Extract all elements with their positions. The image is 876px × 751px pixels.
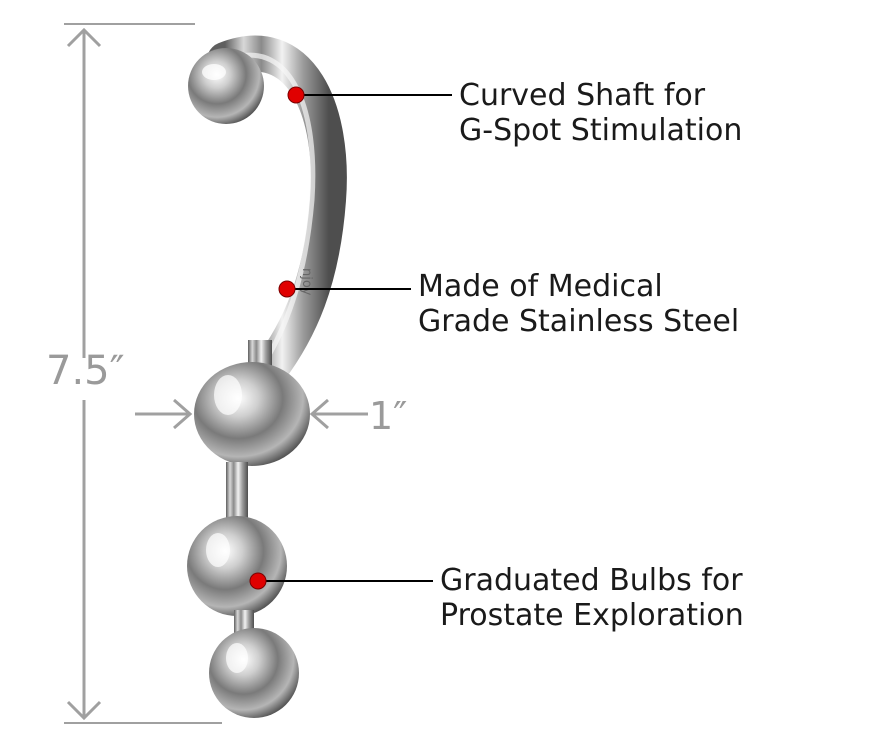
- small-bulb-highlight: [226, 643, 248, 673]
- marker-dot-bulbs: [249, 572, 267, 590]
- height-arrow-up-icon: [66, 27, 102, 48]
- medium-bulb: [187, 516, 287, 616]
- callout-bulbs-line1: Graduated Bulbs for: [440, 563, 743, 598]
- callout-material-line2: Grade Stainless Steel: [418, 304, 740, 339]
- height-dimension: [64, 23, 222, 724]
- callout-bulbs: Graduated Bulbs for Prostate Exploration: [440, 563, 744, 633]
- width-arrow-right-icon: [173, 398, 193, 430]
- width-dimension: [135, 398, 368, 430]
- callout-bulbs-line2: Prostate Exploration: [440, 598, 744, 633]
- callout-curved-shaft-line1: Curved Shaft for: [459, 78, 706, 113]
- width-label: 1″: [369, 394, 408, 438]
- small-bulb: [209, 628, 299, 718]
- callout-material: Made of Medical Grade Stainless Steel: [418, 269, 739, 339]
- marker-dot-material: [278, 280, 296, 298]
- bulb-neck-1: [226, 462, 248, 526]
- product-illustration: njoy: [187, 35, 347, 718]
- callout-curved-shaft-line2: G-Spot Stimulation: [459, 113, 743, 148]
- large-bulb: [194, 362, 310, 466]
- curved-shaft: [207, 35, 347, 390]
- medium-bulb-highlight: [206, 533, 230, 567]
- top-bulb-highlight: [202, 64, 226, 80]
- shaft-highlight: [229, 52, 316, 363]
- height-label: 7.5″: [46, 348, 125, 394]
- engraving-text: njoy: [299, 268, 314, 296]
- marker-dot-shaft: [287, 86, 305, 104]
- top-bulb: [188, 48, 264, 124]
- width-arrow-left-icon: [309, 398, 329, 430]
- large-bulb-highlight: [214, 375, 242, 415]
- callout-curved-shaft: Curved Shaft for G-Spot Stimulation: [459, 78, 742, 148]
- callout-material-line1: Made of Medical: [418, 269, 663, 304]
- height-arrow-down-icon: [66, 700, 102, 721]
